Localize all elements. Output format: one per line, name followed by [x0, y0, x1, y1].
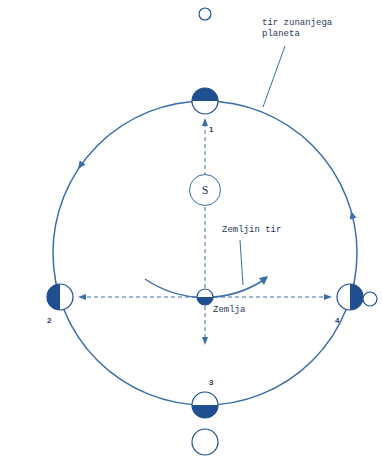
planet	[192, 88, 218, 114]
planet-shadow	[350, 284, 363, 310]
arrow-head	[202, 118, 208, 126]
sun-circle: S	[189, 174, 221, 206]
leader-line	[240, 240, 243, 285]
orbit-label: Zemljin tir	[222, 225, 281, 236]
sight-line	[214, 297, 325, 298]
leader-line	[263, 46, 285, 107]
earth-shadow	[197, 297, 213, 305]
apparent-disc	[363, 292, 377, 306]
sight-line	[205, 306, 206, 338]
orbit-label: tir zunanjega planeta	[262, 18, 340, 40]
planet-shadow	[192, 88, 218, 101]
apparent-disc	[199, 8, 211, 20]
outer-orbit	[53, 101, 357, 405]
node-text: S	[202, 183, 209, 198]
callout-number: 3	[209, 378, 213, 387]
orbit-arrow	[78, 160, 86, 169]
sight-line	[205, 124, 206, 288]
callout-number: 1	[209, 125, 213, 134]
planet	[192, 392, 218, 418]
sight-line	[85, 297, 196, 298]
planet-shadow	[47, 284, 60, 310]
callout-number: 4	[335, 316, 339, 325]
orbit-arrow	[259, 276, 268, 285]
arrow-head	[324, 294, 332, 300]
planet-shadow	[192, 405, 218, 418]
orbit-arrow	[350, 211, 357, 220]
earth	[197, 289, 213, 305]
planet	[337, 284, 363, 310]
callout-number: 2	[47, 316, 51, 325]
arrow-head	[78, 294, 86, 300]
planet	[47, 284, 73, 310]
arrow-head	[202, 337, 208, 345]
apparent-disc	[192, 429, 218, 455]
earth-label: Zemlja	[213, 305, 245, 316]
